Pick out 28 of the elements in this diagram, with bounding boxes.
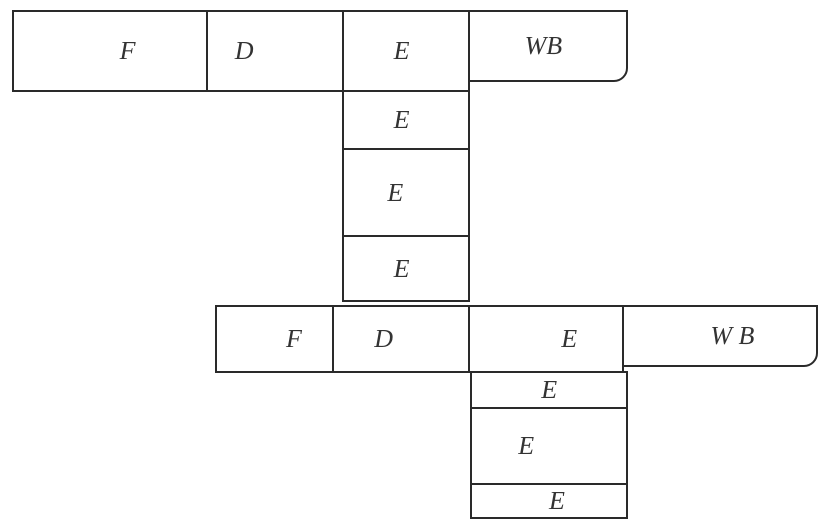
stage-label: E: [394, 107, 410, 133]
stage-label: D: [374, 326, 393, 352]
stage-label: F: [120, 38, 136, 64]
stage-label: E: [518, 433, 534, 459]
stage-box: [342, 148, 470, 237]
stage-box: [470, 407, 628, 485]
stage-box: [468, 305, 624, 373]
stage-box: [468, 10, 628, 82]
stage-label: WB: [524, 33, 562, 59]
stage-box: [342, 90, 470, 150]
stage-box: [332, 305, 470, 373]
stage-box: [470, 483, 628, 519]
stage-box: [622, 305, 818, 367]
stage-label: E: [561, 326, 578, 352]
stage-box: [470, 371, 628, 409]
stage-label: E: [541, 377, 558, 403]
stage-label: E: [549, 488, 565, 514]
stage-box: [342, 10, 470, 92]
stage-label: E: [387, 180, 404, 206]
stage-label: F: [286, 326, 302, 352]
stage-label: W B: [710, 323, 754, 349]
stage-box: [12, 10, 208, 92]
stage-label: D: [234, 38, 254, 64]
stage-label: E: [394, 38, 410, 64]
stage-box: [206, 10, 344, 92]
stage-label: E: [394, 256, 410, 282]
stage-box: [215, 305, 334, 373]
stage-box: [342, 235, 470, 302]
